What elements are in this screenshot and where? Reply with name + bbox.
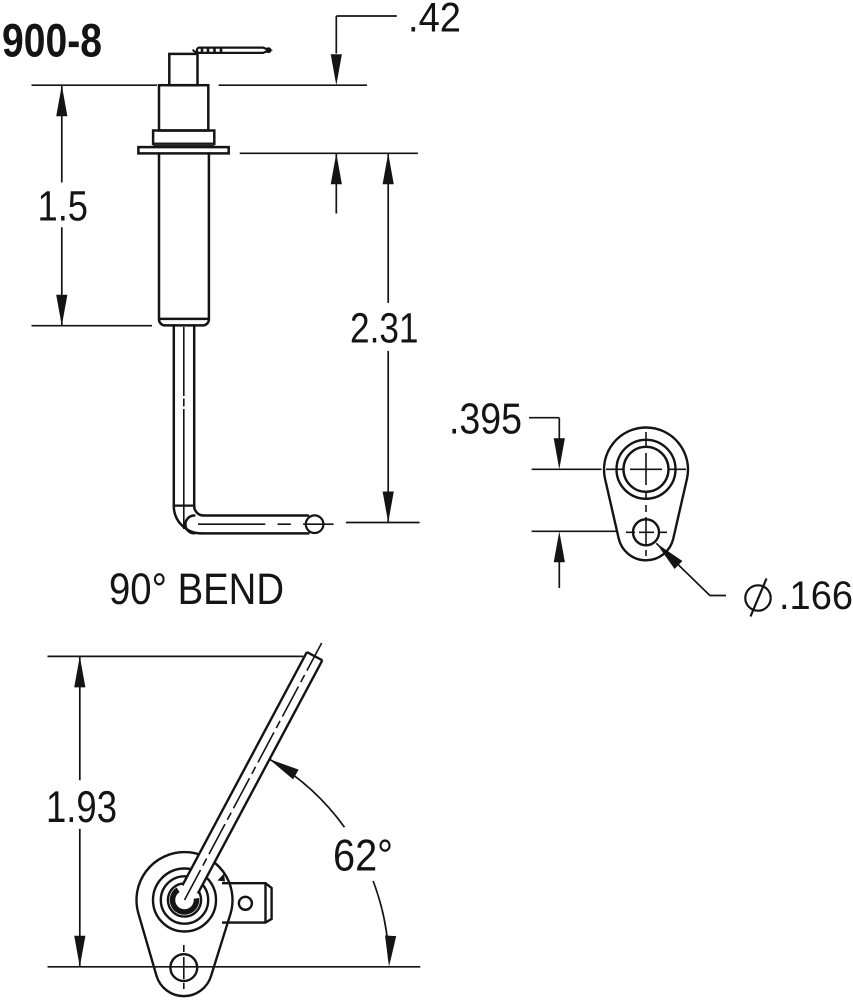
svg-text:2.31: 2.31 bbox=[350, 306, 419, 353]
svg-text:1.93: 1.93 bbox=[46, 783, 117, 832]
svg-text:900-8: 900-8 bbox=[2, 13, 102, 66]
svg-text:.42: .42 bbox=[408, 0, 461, 40]
svg-text:90° BEND: 90° BEND bbox=[109, 565, 284, 614]
svg-text:.395: .395 bbox=[449, 396, 522, 444]
svg-text:1.5: 1.5 bbox=[38, 184, 89, 231]
svg-text:62°: 62° bbox=[333, 831, 393, 880]
svg-text:.166: .166 bbox=[779, 574, 853, 618]
